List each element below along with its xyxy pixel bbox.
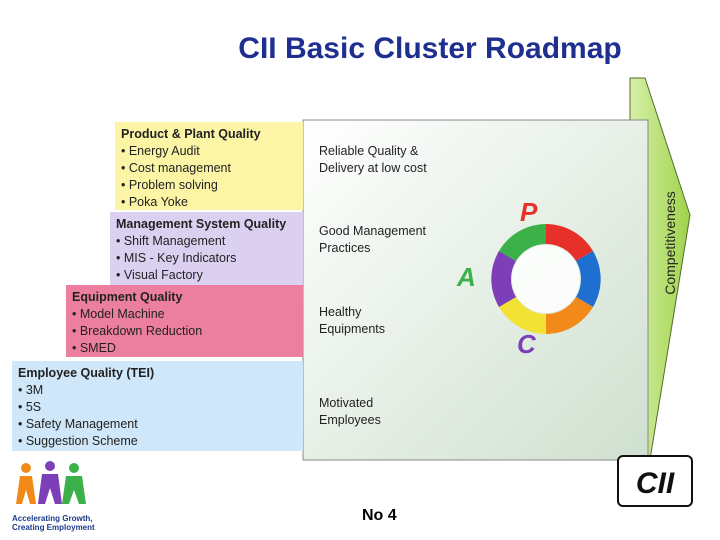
pdca-letter-c: C: [517, 329, 536, 359]
pdca-letter-a: A: [457, 262, 476, 292]
outcome-healthy-equipments: Healthy Equipments: [319, 305, 386, 336]
pdca-segment-yellow: [499, 297, 546, 334]
level-heading: Management System Quality: [116, 217, 287, 231]
level-management-system-quality: Management System Quality • Shift Manage…: [110, 212, 303, 298]
pdca-wheel: [491, 224, 601, 334]
pdca-segment-red: [546, 224, 593, 261]
outcome-reliable-quality: Reliable Quality & Delivery at low cost: [319, 144, 427, 175]
level-item: • Shift Management: [116, 234, 226, 248]
level-item: • Poka Yoke: [121, 195, 188, 209]
pdca-segment-blue: [576, 251, 601, 307]
pdca-segment-purple: [491, 251, 516, 307]
cii-logo-text: CII: [636, 467, 675, 500]
level-item: • Visual Factory: [116, 268, 203, 282]
level-heading: Product & Plant Quality: [121, 127, 261, 141]
outcome-good-management: Good Management Practices: [319, 224, 427, 255]
level-item: • 3M: [18, 383, 44, 397]
level-item: • Safety Management: [18, 417, 138, 431]
level-item: • MIS - Key Indicators: [116, 251, 237, 265]
page-title: CII Basic Cluster Roadmap: [238, 32, 622, 65]
cii-logo-icon: CII: [636, 467, 675, 500]
level-item: • Cost management: [121, 161, 231, 175]
level-item: • 5S: [18, 400, 42, 414]
level-heading: Employee Quality (TEI): [18, 366, 155, 380]
level-item: • Problem solving: [121, 178, 218, 192]
pdca-segment-orange: [546, 297, 593, 334]
level-employee-quality: Employee Quality (TEI) • 3M • 5S • Safet…: [12, 361, 303, 451]
level-product-plant-quality: Product & Plant Quality • Energy Audit •…: [115, 122, 303, 210]
people-logo-icon: [16, 461, 86, 504]
cii-logo: CII: [617, 455, 693, 507]
pdca-segment-green: [499, 224, 546, 261]
competitiveness-label: Competitiveness: [662, 191, 678, 295]
outcome-motivated-employees: Motivated Employees: [319, 396, 381, 427]
level-item: • Breakdown Reduction: [72, 324, 203, 338]
footer-label: No 4: [362, 507, 397, 524]
pdca-letter-p: P: [520, 197, 538, 227]
logo-tagline-line-1: Accelerating Growth,: [12, 514, 93, 523]
level-item: • Suggestion Scheme: [18, 434, 138, 448]
pdca-letter-d: D: [580, 262, 599, 292]
level-item: • Model Machine: [72, 307, 165, 321]
level-equipment-quality: Equipment Quality • Model Machine • Brea…: [66, 285, 303, 357]
logo-tagline: Accelerating Growth, Creating Employment: [12, 514, 95, 532]
level-item: • SMED: [72, 341, 116, 355]
level-heading: Equipment Quality: [72, 290, 183, 304]
level-item: • Energy Audit: [121, 144, 200, 158]
logo-tagline-line-2: Creating Employment: [12, 523, 95, 532]
